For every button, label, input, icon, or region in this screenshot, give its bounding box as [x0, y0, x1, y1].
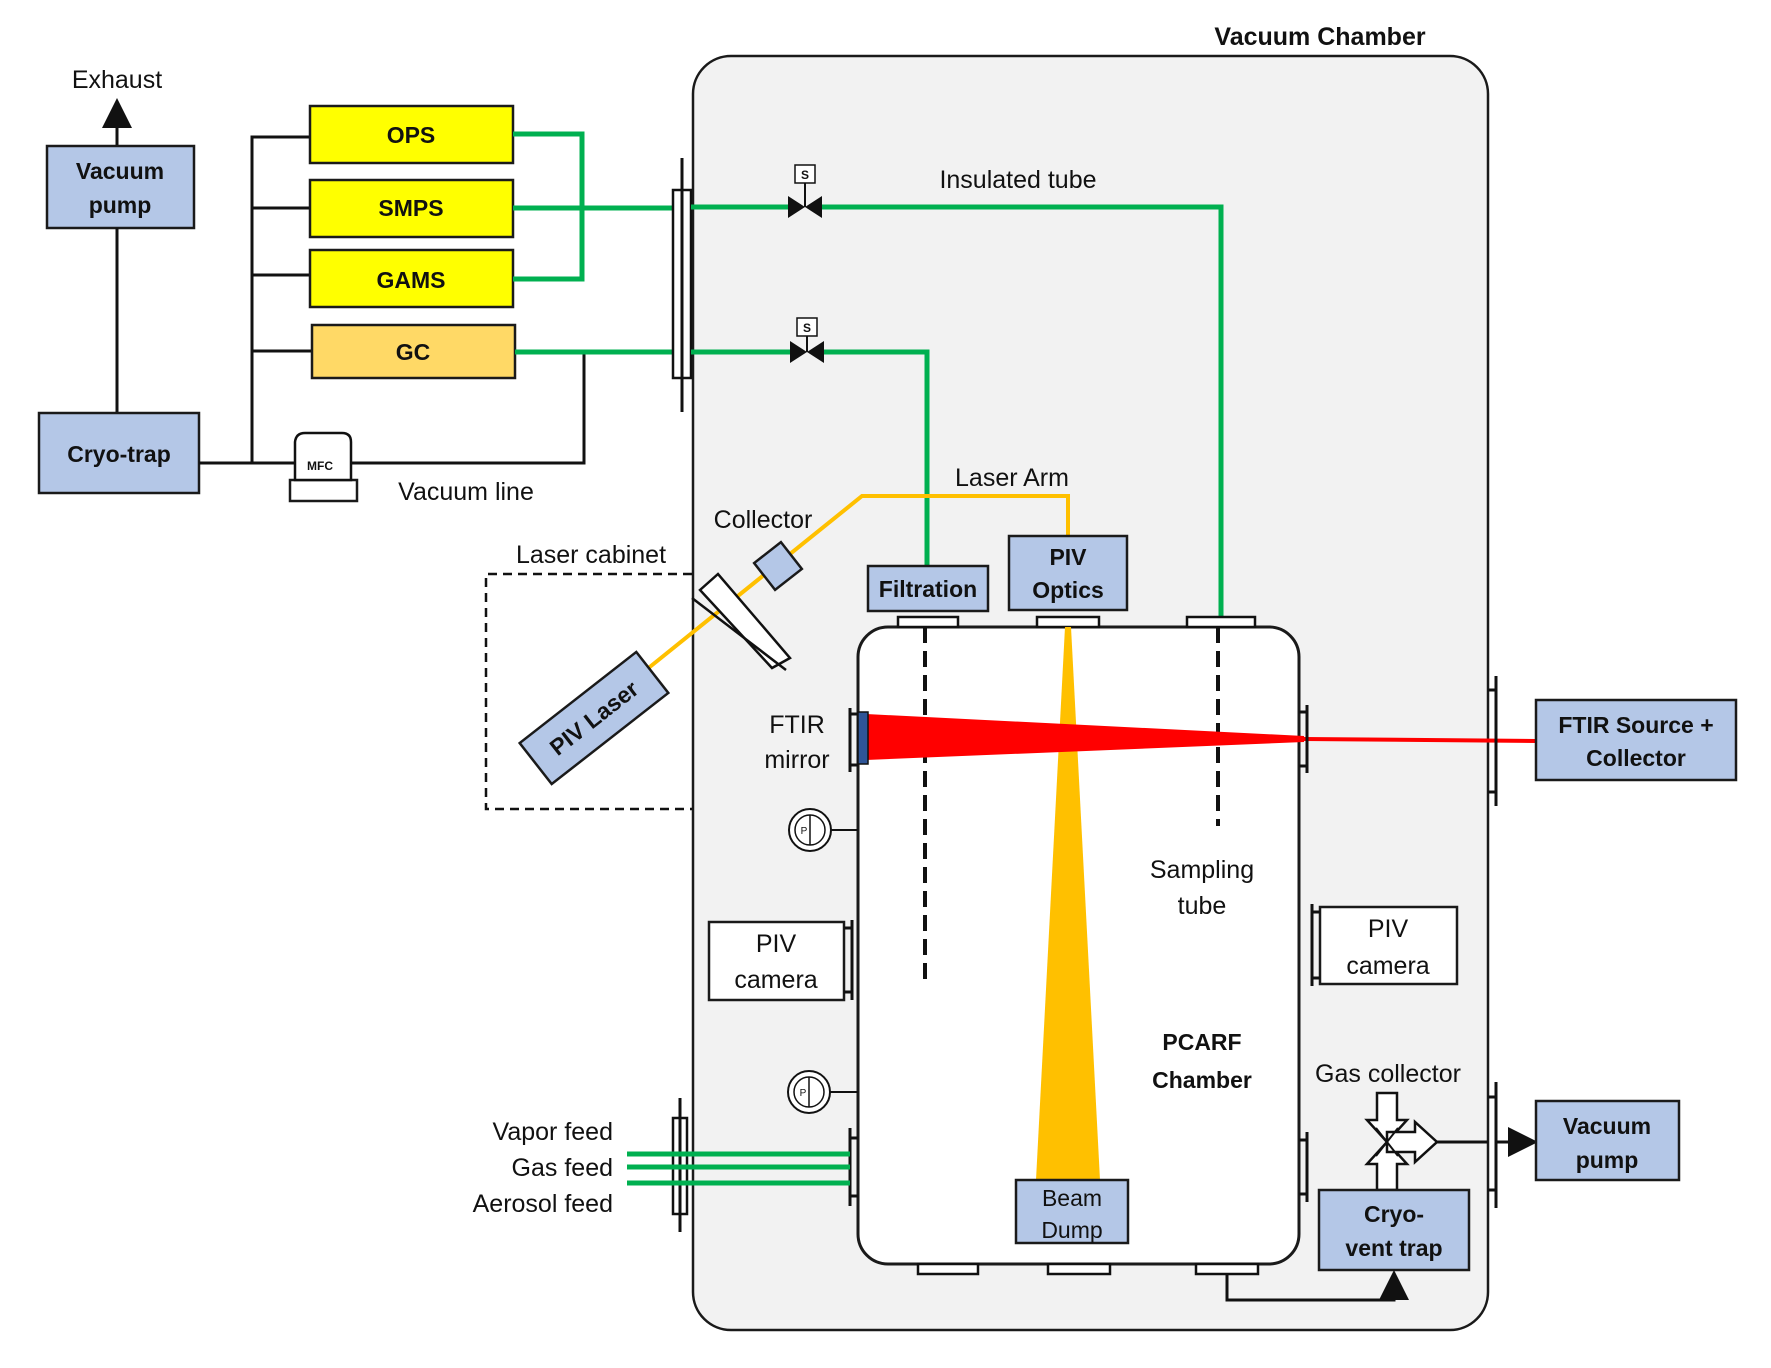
piv-camera-right: PIV camera — [1310, 904, 1459, 986]
ftir-beam — [866, 714, 1304, 760]
gc-box: GC — [310, 323, 517, 380]
svg-text:Cryo-trap: Cryo-trap — [67, 441, 171, 467]
svg-text:camera: camera — [1346, 952, 1429, 980]
laser-arm-label: Laser Arm — [955, 464, 1069, 492]
collector-label: Collector — [714, 506, 813, 534]
laser-beam-path — [644, 494, 1070, 672]
gams-box: GAMS — [308, 248, 515, 309]
pcarf-chamber-label-1: PCARF — [1162, 1029, 1241, 1055]
svg-text:camera: camera — [734, 966, 817, 994]
svg-text:P: P — [801, 826, 808, 837]
svg-text:OPS: OPS — [387, 122, 436, 148]
cryo-vent-trap: Cryo- vent trap — [1317, 1188, 1471, 1272]
aerosol-feed-label: Aerosol feed — [473, 1190, 613, 1218]
svg-text:Vacuum: Vacuum — [1563, 1113, 1651, 1139]
svg-text:P: P — [800, 1088, 807, 1099]
svg-text:Optics: Optics — [1032, 577, 1104, 603]
filtration-box: Filtration — [866, 564, 990, 613]
svg-text:Beam: Beam — [1042, 1185, 1102, 1211]
feed-lines — [627, 1151, 850, 1186]
svg-text:PIV: PIV — [1368, 915, 1409, 943]
bottom-ports — [916, 1262, 1260, 1276]
gas-collector-label: Gas collector — [1315, 1060, 1461, 1088]
sampling-tube-label-2: tube — [1178, 892, 1227, 920]
pressure-gauge-upper: P — [788, 808, 858, 852]
chamber-right-window — [1299, 705, 1309, 773]
laser-cabinet-outline — [484, 572, 692, 811]
beam-dump: Beam Dump — [1014, 1178, 1130, 1245]
vacuum-pump-left: Vacuum pump — [45, 144, 196, 230]
vacuum-chamber-title: Vacuum Chamber — [1214, 23, 1425, 51]
vent-line — [1225, 1270, 1409, 1302]
svg-text:Filtration: Filtration — [879, 576, 977, 602]
ftir-beam-external — [1303, 737, 1537, 743]
svg-text:Vacuum: Vacuum — [76, 158, 164, 184]
piv-optics-box: PIV Optics — [1007, 534, 1129, 612]
ops-box: OPS — [308, 104, 515, 165]
aerosol-sample-line — [513, 131, 674, 282]
svg-text:PIV: PIV — [756, 930, 797, 958]
svg-text:S: S — [803, 321, 811, 335]
insulated-tube-label: Insulated tube — [939, 166, 1096, 194]
ftir-mirror-label-2: mirror — [764, 746, 829, 774]
sampling-tube-label-1: Sampling — [1150, 856, 1254, 884]
svg-text:vent trap: vent trap — [1345, 1235, 1442, 1261]
collector-box — [752, 540, 804, 592]
vacuum-manifold — [250, 135, 312, 463]
svg-text:Collector: Collector — [1586, 745, 1686, 771]
vapor-feed-label: Vapor feed — [493, 1118, 613, 1146]
vacuum-line-label: Vacuum line — [398, 478, 534, 506]
svg-text:GAMS: GAMS — [377, 267, 446, 293]
ftir-mirror — [848, 708, 869, 772]
svg-text:FTIR Source +: FTIR Source + — [1558, 712, 1713, 738]
piv-laser: PIV Laser — [517, 650, 671, 786]
piv-camera-left: PIV camera — [707, 920, 854, 1002]
cryo-trap: Cryo-trap — [37, 411, 201, 495]
laser-window — [691, 572, 792, 671]
ftir-feedthrough — [1488, 676, 1498, 806]
laser-sheet — [1036, 627, 1100, 1180]
gas-collector — [1364, 1091, 1439, 1192]
insulated-tube-line — [691, 204, 1224, 617]
ftir-mirror-label-1: FTIR — [769, 711, 825, 739]
solenoid-valve-upper: S — [788, 164, 822, 218]
vacuum-pump-right: Vacuum pump — [1534, 1099, 1681, 1182]
svg-text:S: S — [801, 168, 809, 182]
svg-text:MFC: MFC — [307, 459, 333, 473]
laser-cabinet-label: Laser cabinet — [516, 541, 666, 569]
svg-text:PIV: PIV — [1049, 544, 1087, 570]
svg-text:pump: pump — [1576, 1147, 1639, 1173]
svg-text:Cryo-: Cryo- — [1364, 1201, 1424, 1227]
svg-text:SMPS: SMPS — [378, 195, 443, 221]
svg-text:pump: pump — [89, 192, 152, 218]
mfc-unit: MFC — [288, 431, 359, 503]
top-ports — [896, 615, 1257, 629]
svg-text:Dump: Dump — [1041, 1217, 1102, 1243]
gas-feed-label: Gas feed — [512, 1154, 613, 1182]
svg-text:GC: GC — [396, 339, 431, 365]
exhaust-label: Exhaust — [72, 66, 162, 94]
ftir-source-box: FTIR Source + Collector — [1534, 698, 1738, 782]
smps-box: SMPS — [308, 178, 515, 239]
solenoid-valve-lower: S — [790, 317, 824, 363]
pcarf-chamber-label-2: Chamber — [1152, 1067, 1252, 1093]
pressure-gauge-lower: P — [787, 1070, 858, 1114]
chamber-right-lower-window — [1299, 1132, 1309, 1202]
